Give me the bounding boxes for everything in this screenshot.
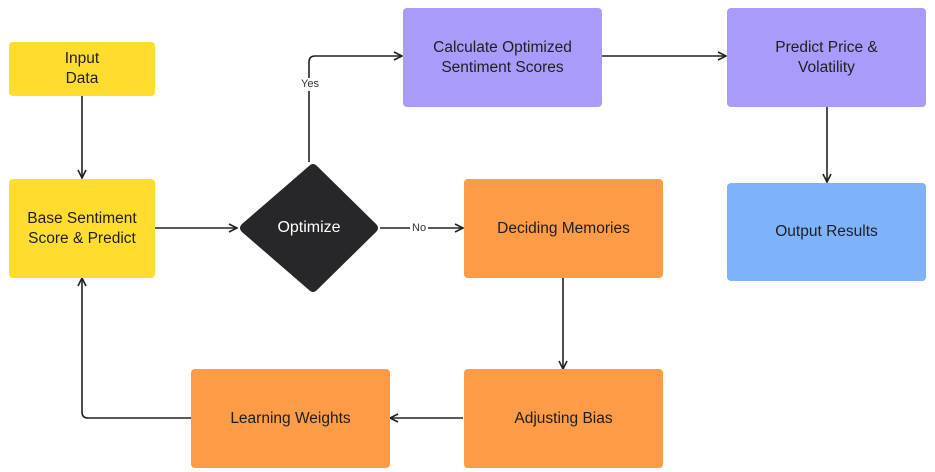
node-output-results-label: Output Results	[775, 223, 878, 240]
node-deciding-memories-label: Deciding Memories	[497, 219, 630, 237]
node-optimize-label: Optimize	[277, 219, 341, 236]
node-output-results: Output Results	[727, 183, 926, 281]
edge-learning-to-base	[82, 279, 191, 419]
node-deciding-memories: Deciding Memories	[464, 179, 663, 278]
node-base-sentiment: Base Sentiment Score & Predict	[9, 179, 155, 278]
node-predict-price-label: Predict Price & Volatility	[775, 38, 878, 76]
decision-diamond-shape	[240, 164, 378, 292]
node-base-sentiment-label: Base Sentiment Score & Predict	[27, 209, 137, 247]
node-input-data-label: Input Data	[64, 50, 100, 87]
node-learning-weights-label: Learning Weights	[230, 409, 351, 427]
node-optimize: Optimize	[238, 162, 380, 294]
node-adjusting-bias-label: Adjusting Bias	[514, 409, 613, 427]
node-calculate-scores: Calculate Optimized Sentiment Scores	[403, 8, 602, 107]
node-adjusting-bias: Adjusting Bias	[464, 369, 663, 468]
node-learning-weights: Learning Weights	[191, 369, 390, 468]
node-predict-price: Predict Price & Volatility	[727, 8, 926, 107]
node-input-data: Input Data	[9, 42, 155, 96]
node-calculate-scores-label: Calculate Optimized Sentiment Scores	[433, 38, 572, 76]
edge-optimize-to-calculate	[308, 56, 401, 162]
edge-label-no: No	[410, 222, 429, 235]
edge-label-yes: Yes	[299, 78, 321, 91]
